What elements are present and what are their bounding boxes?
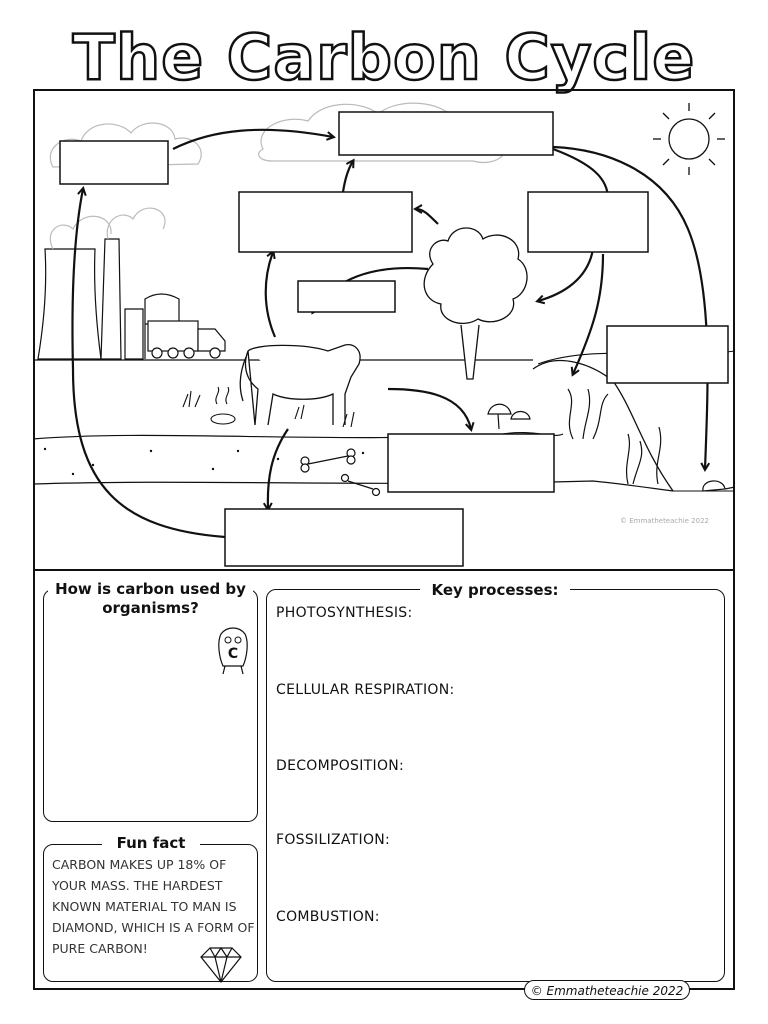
cloud-left (49, 122, 202, 168)
fun-fact-text: Carbon makes up 18% of your mass. The ha… (52, 857, 255, 956)
arrow-mid-to-top (341, 161, 353, 193)
diamond-icon (200, 946, 242, 983)
sun-icon (653, 103, 725, 175)
credit-badge: © Emmatheteachie 2022 (524, 980, 690, 1000)
page-title: The Carbon Cycle (71, 20, 696, 95)
carbon-cycle-diagram (33, 102, 735, 567)
process-combustion: COMBUSTION: (276, 909, 380, 925)
process-fossilization: FOSSILIZATION: (276, 832, 391, 848)
section-divider (33, 569, 735, 571)
answer-box-ocean (606, 325, 729, 384)
answer-box-decomposition (387, 433, 555, 493)
arrow-cow-to-box (264, 252, 277, 338)
arrow-soil-to-decomp (387, 387, 471, 429)
arrow-tree-to-left (416, 209, 439, 225)
arrow-fossil-to-atmos (71, 189, 226, 539)
arrow-soil-to-fossil (268, 428, 289, 509)
mushroom-icon (487, 403, 531, 430)
svg-text:C: C (228, 646, 238, 662)
cow-icon (239, 344, 361, 426)
arrow-top-to-sun-box (552, 145, 708, 469)
key-processes-title: Key processes: (420, 580, 570, 600)
process-photosynthesis: PHOTOSYNTHESIS: (276, 605, 413, 621)
snail-shell-icon (702, 480, 735, 492)
factory-icon (37, 207, 180, 360)
organisms-panel-title: How is carbon used by organisms? (48, 580, 253, 618)
answer-box-mid-right (527, 191, 649, 253)
arrow-to-top-box (172, 128, 333, 150)
process-decomposition: DECOMPOSITION: (276, 758, 405, 774)
watermark: © Emmatheteachie 2022 (620, 517, 709, 525)
answer-box-mid-left (238, 191, 413, 253)
dung-icon (210, 386, 236, 425)
answer-box-fossil (224, 508, 464, 567)
seaweed-icon (567, 388, 662, 485)
arrow-right-box-to-tree (538, 248, 595, 301)
carbon-mascot-icon: C (218, 627, 248, 675)
answer-box-small (297, 280, 396, 313)
worksheet-frame (33, 89, 735, 990)
answer-box-top (338, 111, 554, 156)
process-cellular-respiration: CELLULAR RESPIRATION: (276, 682, 455, 698)
bone-fossil-icon (300, 448, 381, 497)
arrow-to-ocean-box (573, 253, 605, 374)
answer-box-atmosphere-left (59, 140, 169, 185)
tree-icon (423, 227, 528, 380)
truck-icon (147, 320, 226, 359)
fun-fact-title: Fun fact (102, 833, 200, 853)
